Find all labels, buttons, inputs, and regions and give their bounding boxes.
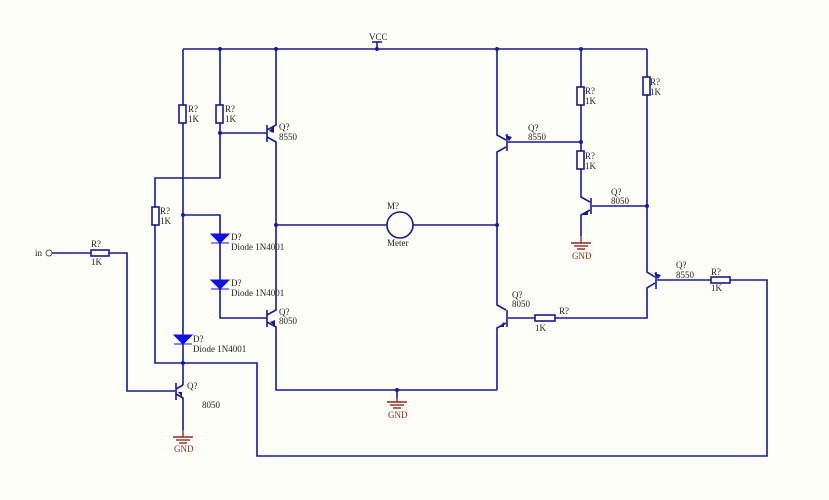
resistor-r5 xyxy=(576,150,585,170)
gnd-label: GND xyxy=(388,410,408,420)
transistor-value: 8050 xyxy=(202,400,221,410)
resistor-ref: R? xyxy=(711,267,721,277)
resistor-value: 1K xyxy=(650,87,662,97)
diode-ref: D? xyxy=(231,278,242,288)
input-label: in xyxy=(35,248,43,258)
meter-ref: M? xyxy=(387,201,399,211)
meter-symbol xyxy=(386,211,414,239)
resistor-ref: R? xyxy=(91,239,101,249)
resistor-value: 1K xyxy=(160,216,172,226)
resistor-value: 1K xyxy=(535,323,547,333)
vcc-label: VCC xyxy=(369,32,388,42)
diode-d2 xyxy=(209,279,231,290)
transistor-ref: Q? xyxy=(676,260,687,270)
ground-icon xyxy=(571,236,591,250)
resistor-r8 xyxy=(534,314,556,322)
resistor-value: 1K xyxy=(91,257,103,267)
diodes xyxy=(172,233,231,345)
ground-icon xyxy=(387,398,407,409)
resistor-r4 xyxy=(576,86,585,106)
diode-value: Diode 1N4001 xyxy=(231,288,284,298)
resistor-ref: R? xyxy=(225,104,235,114)
diode-ref: D? xyxy=(231,232,242,242)
transistor-ref: Q? xyxy=(279,307,290,317)
resistor-value: 1K xyxy=(585,161,597,171)
transistor-value: 8050 xyxy=(611,196,630,206)
resistor-ref: R? xyxy=(559,306,569,316)
meter-value: Meter xyxy=(387,238,409,248)
transistor-ref: Q? xyxy=(512,290,523,300)
diode-value: Diode 1N4001 xyxy=(231,242,284,252)
resistor-value: 1K xyxy=(225,114,237,124)
resistor-value: 1K xyxy=(711,283,723,293)
resistor-r1 xyxy=(178,104,187,124)
resistor-ref: R? xyxy=(650,77,660,87)
transistor-ref: Q? xyxy=(611,187,622,197)
resistor-r6 xyxy=(642,76,651,96)
transistor-value: 8550 xyxy=(676,270,695,280)
resistor-ref: R? xyxy=(160,206,170,216)
junctions xyxy=(181,47,649,392)
gnd-label: GND xyxy=(572,251,592,261)
diode-ref: D? xyxy=(193,334,204,344)
resistor-value: 1K xyxy=(585,96,597,106)
transistor-ref: Q? xyxy=(279,122,290,132)
diode-value: Diode 1N4001 xyxy=(193,344,246,354)
wires xyxy=(52,41,768,457)
resistors xyxy=(90,76,731,322)
transistor-value: 8550 xyxy=(279,132,298,142)
diode-d3 xyxy=(172,334,194,345)
ground-symbols xyxy=(173,236,591,444)
resistor-value: 1K xyxy=(188,114,200,124)
transistor-ref: Q? xyxy=(187,381,198,391)
resistor-ref: R? xyxy=(188,104,198,114)
diode-d1 xyxy=(209,233,231,244)
transistor-ref: Q? xyxy=(528,123,539,133)
transistor-value: 8550 xyxy=(528,132,547,142)
resistor-r7 xyxy=(90,249,110,257)
resistor-r2 xyxy=(215,104,224,124)
transistor-value: 8050 xyxy=(512,299,531,309)
resistor-ref: R? xyxy=(585,151,595,161)
resistor-r9 xyxy=(710,276,731,284)
transistor-value: 8050 xyxy=(279,316,298,326)
resistor-ref: R? xyxy=(585,86,595,96)
resistor-r3 xyxy=(151,206,160,226)
gnd-label: GND xyxy=(174,444,194,454)
ground-icon xyxy=(173,430,193,444)
input-port-icon xyxy=(45,249,53,257)
